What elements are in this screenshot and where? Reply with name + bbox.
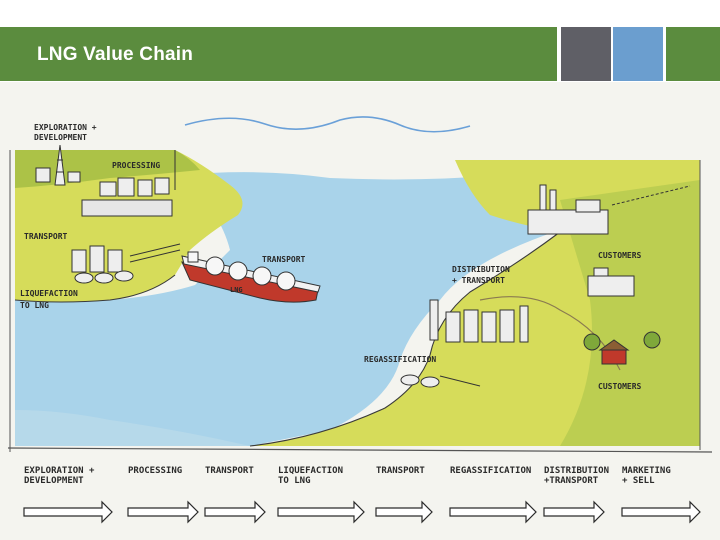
chain-step-label: LIQUEFACTION (278, 466, 343, 476)
regassification-plant-icon (400, 299, 529, 388)
value-chain-steps: EXPLORATION +DEVELOPMENT PROCESSING TRANSP… (23, 466, 701, 524)
page-title: LNG Value Chain (37, 44, 194, 65)
label-liquefaction-1: LIQUEFACTION (20, 289, 78, 298)
processing-plant-icon (81, 150, 176, 217)
liquefaction-plant-icon (71, 243, 181, 284)
water-shallow (15, 300, 250, 446)
chain-arrow-icon (277, 500, 365, 524)
label-exploration-1: EXPLORATION + (34, 123, 97, 132)
label-transport-ship: TRANSPORT (262, 255, 306, 264)
chain-arrow-icon (23, 500, 113, 524)
chain-arrow-icon (621, 500, 701, 524)
chain-arrow-icon (127, 500, 199, 524)
label-exploration-2: DEVELOPMENT (34, 133, 87, 142)
customer-houses-icon (583, 331, 661, 365)
chain-step-label: DISTRIBUTION (544, 466, 609, 476)
lng-value-chain-illustration: LNG EXPLORATION + DEVELOPMENT PROCESSING… (0, 82, 720, 540)
label-processing: PROCESSING (112, 161, 160, 170)
accent-square-gray (561, 27, 611, 81)
sky-squiggle (184, 116, 471, 133)
label-distribution-1: DISTRIBUTION (452, 265, 510, 274)
chain-step-label: EXPLORATION + (24, 466, 95, 476)
chain-step-label: MARKETING (622, 466, 671, 476)
label-customers-bottom: CUSTOMERS (598, 382, 642, 391)
chain-step-label: TO LNG (278, 476, 311, 486)
label-distribution-2: + TRANSPORT (452, 276, 505, 285)
chain-step: TRANSPORT (375, 466, 433, 524)
header-bar (0, 27, 557, 81)
chain-step: TRANSPORT (204, 466, 266, 524)
ship-name-label: LNG (230, 286, 243, 294)
chain-step-label: REGASSIFICATION (450, 466, 531, 476)
chain-arrow-icon (543, 500, 605, 524)
chain-step: REGASSIFICATION (449, 466, 537, 524)
chain-step-label: DEVELOPMENT (24, 476, 84, 486)
power-plant-icon (527, 184, 691, 235)
chain-step: MARKETING+ SELL (621, 466, 701, 524)
land-right-shade (560, 180, 700, 446)
lng-ship-icon (181, 251, 321, 303)
chain-arrow-icon (375, 500, 433, 524)
chain-step-label: PROCESSING (128, 466, 182, 476)
accent-square-green (666, 27, 720, 81)
frame-bottom (7, 447, 713, 453)
chain-arrow-icon (449, 500, 537, 524)
chain-step: PROCESSING (127, 466, 199, 524)
chain-step: EXPLORATION +DEVELOPMENT (23, 466, 113, 524)
chain-step-label: + SELL (622, 476, 655, 486)
chain-step: DISTRIBUTION+TRANSPORT (543, 466, 609, 524)
exploration-rig-icon (35, 144, 81, 186)
label-transport-left: TRANSPORT (24, 232, 68, 241)
customer-factory-icon (587, 267, 635, 297)
chain-step-label: TRANSPORT (376, 466, 425, 476)
label-regassification: REGASSIFICATION (364, 355, 436, 364)
chain-step-label: +TRANSPORT (544, 476, 599, 486)
chain-arrow-icon (204, 500, 266, 524)
label-liquefaction-2: TO LNG (20, 301, 49, 310)
chain-step-label: TRANSPORT (205, 466, 254, 476)
water-bay (15, 170, 560, 446)
accent-square-blue (613, 27, 663, 81)
label-customers-top: CUSTOMERS (598, 251, 642, 260)
